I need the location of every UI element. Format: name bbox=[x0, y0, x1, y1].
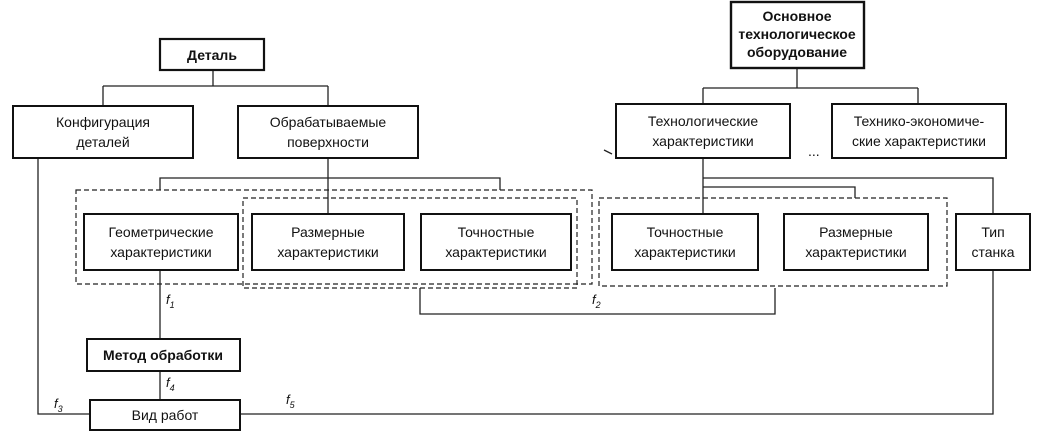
box-geom-label-2: характеристики bbox=[110, 244, 211, 260]
box-dim-left-label-2: характеристики bbox=[277, 244, 378, 260]
box-detail: Деталь bbox=[158, 37, 266, 72]
label-f1: f1 bbox=[166, 292, 175, 310]
surface-characteristics-group bbox=[242, 197, 578, 289]
box-tech-label-2: характеристики bbox=[652, 133, 753, 149]
box-work-label: Вид работ bbox=[132, 407, 199, 423]
box-econ-label-2: ские характеристики bbox=[852, 133, 986, 149]
box-method-label: Метод обработки bbox=[103, 347, 223, 363]
connectors bbox=[37, 68, 994, 415]
box-dim-left-label-1: Размерные bbox=[291, 224, 365, 240]
ellipsis: ... bbox=[808, 143, 820, 159]
box-acc-right-label-1: Точностные bbox=[647, 224, 724, 240]
box-dim-right-label-1: Размерные bbox=[819, 224, 893, 240]
box-machine-label-1: Тип bbox=[981, 224, 1004, 240]
box-config-label-2: деталей bbox=[76, 134, 129, 150]
box-machine-label-2: станка bbox=[972, 244, 1015, 260]
box-detail-label: Деталь bbox=[187, 47, 237, 63]
box-acc-left-label-2: характеристики bbox=[445, 244, 546, 260]
box-tech-label-1: Технологические bbox=[648, 113, 759, 129]
dashed-groups bbox=[75, 189, 948, 289]
box-surfaces: Обрабатываемые поверхности bbox=[237, 105, 419, 159]
box-equipment: Основное технологическое оборудование bbox=[729, 0, 866, 70]
box-machine: Тип станка bbox=[955, 213, 1031, 271]
box-method: Метод обработки bbox=[86, 338, 241, 372]
equipment-characteristics-group bbox=[598, 197, 948, 287]
box-work: Вид работ bbox=[89, 399, 241, 431]
box-equipment-label-2: технологическое bbox=[738, 26, 855, 42]
box-equipment-label-3: оборудование bbox=[747, 44, 847, 60]
box-surfaces-label-1: Обрабатываемые bbox=[270, 114, 387, 130]
box-geom-label-1: Геометрические bbox=[109, 224, 214, 240]
box-equipment-label-1: Основное bbox=[762, 8, 831, 24]
box-geom: Геометрические характеристики bbox=[83, 213, 239, 271]
label-f3: f3 bbox=[54, 396, 63, 414]
box-dim-left: Размерные характеристики bbox=[251, 213, 405, 271]
box-config-label-1: Конфигурация bbox=[56, 114, 150, 130]
box-acc-left: Точностные характеристики bbox=[420, 213, 572, 271]
box-econ-label-1: Технико-экономиче- bbox=[854, 113, 985, 129]
label-f4: f4 bbox=[166, 375, 175, 393]
box-tech: Технологические характеристики bbox=[615, 103, 791, 159]
box-econ: Технико-экономиче- ские характеристики bbox=[831, 103, 1007, 159]
label-f2: f2 bbox=[592, 292, 601, 310]
box-config: Конфигурация деталей bbox=[12, 105, 194, 159]
box-surfaces-label-2: поверхности bbox=[287, 134, 369, 150]
box-acc-right: Точностные характеристики bbox=[611, 213, 759, 271]
box-dim-right: Размерные характеристики bbox=[783, 213, 929, 271]
box-acc-right-label-2: характеристики bbox=[634, 244, 735, 260]
label-f5: f5 bbox=[286, 392, 296, 410]
box-acc-left-label-1: Точностные bbox=[458, 224, 535, 240]
left-characteristics-group bbox=[75, 189, 593, 285]
box-dim-right-label-2: характеристики bbox=[805, 244, 906, 260]
